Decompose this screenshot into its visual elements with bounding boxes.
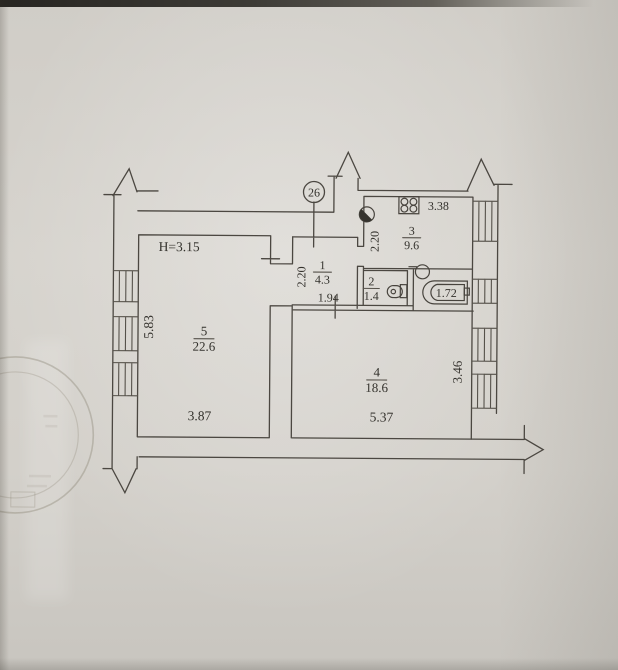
room3-number-label: 3 [409,224,415,238]
room3-top-dimension: 3.38 [428,199,449,213]
room2-area-label: 1.4 [364,289,379,303]
room4-bottom-dimension: 5.37 [370,409,394,424]
apartment-number-label: 26 [308,185,320,199]
room5-outline [136,234,294,439]
room5-left-dimension: 5.83 [141,315,156,339]
photo-bottom-edge [0,658,618,670]
stove-icon [398,196,420,215]
room1-left-dimension: 2.20 [294,266,308,287]
bathtub-length-label: 1.72 [436,286,457,300]
room4-number-label: 4 [373,364,380,379]
toilet-icon [386,284,408,299]
room5-area-label: 22.6 [192,339,215,354]
room5-number-label: 5 [201,323,208,338]
room1-bottom-dimension: 1.94 [318,291,339,305]
bathtub-icon [422,280,470,305]
room4-right-dimension: 3.46 [450,360,465,383]
room1-area-label: 4.3 [315,273,330,287]
sink-icon [358,206,375,223]
window-icon [470,200,499,409]
ceiling-height-label: H=3.15 [159,239,200,254]
paper-light-band [26,340,68,600]
photo-top-edge [0,0,618,7]
room1-number-label: 1 [319,258,325,272]
window-icon [112,270,139,397]
water-heater-icon [408,264,431,280]
paper-shade [498,0,618,670]
room4-area-label: 18.6 [365,380,388,395]
room3-left-dimension: 2.20 [368,231,382,252]
apartment-number-badge: 26 [302,180,326,204]
room2-number-label: 2 [368,274,374,288]
room3-area-label: 9.6 [404,238,419,252]
stamp-watermark [0,356,95,514]
photo-left-edge [0,0,9,670]
interior-walls [291,195,474,440]
room5-bottom-dimension: 3.87 [188,408,212,423]
exterior-walls [102,150,545,495]
